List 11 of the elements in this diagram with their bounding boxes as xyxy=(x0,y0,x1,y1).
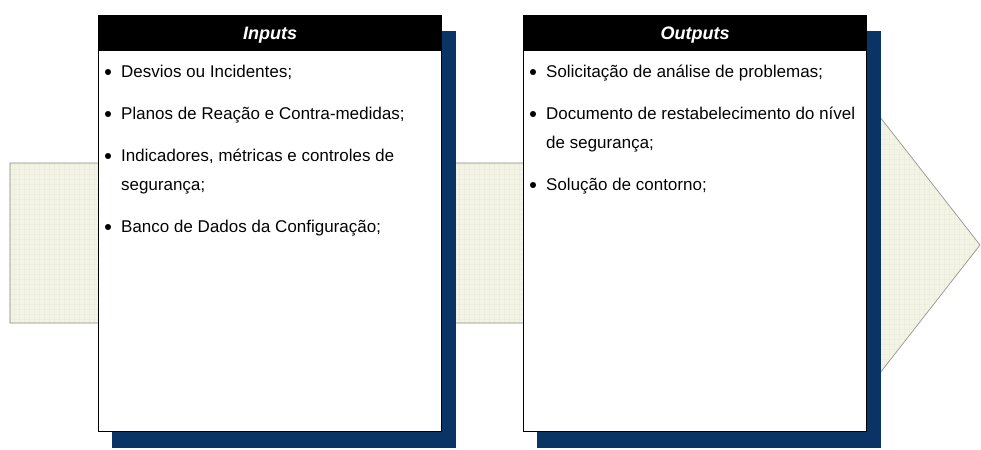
card-header: Outputs xyxy=(524,16,866,51)
list-item: Documento de restabelecimento do nível de segurança; xyxy=(530,99,858,157)
list-item: Planos de Reação e Contra-medidas; xyxy=(105,99,433,128)
list-item: Solicitação de análise de problemas; xyxy=(530,57,858,86)
list-card xyxy=(98,15,442,432)
list-item: Solução de contorno; xyxy=(530,170,858,199)
card-header: Inputs xyxy=(99,16,441,51)
list-item: Banco de Dados da Configuração; xyxy=(105,212,433,241)
list-card xyxy=(523,15,867,432)
list-item: Desvios ou Incidentes; xyxy=(105,57,433,86)
list-item: Indicadores, métricas e controles de segurança; xyxy=(105,141,433,199)
